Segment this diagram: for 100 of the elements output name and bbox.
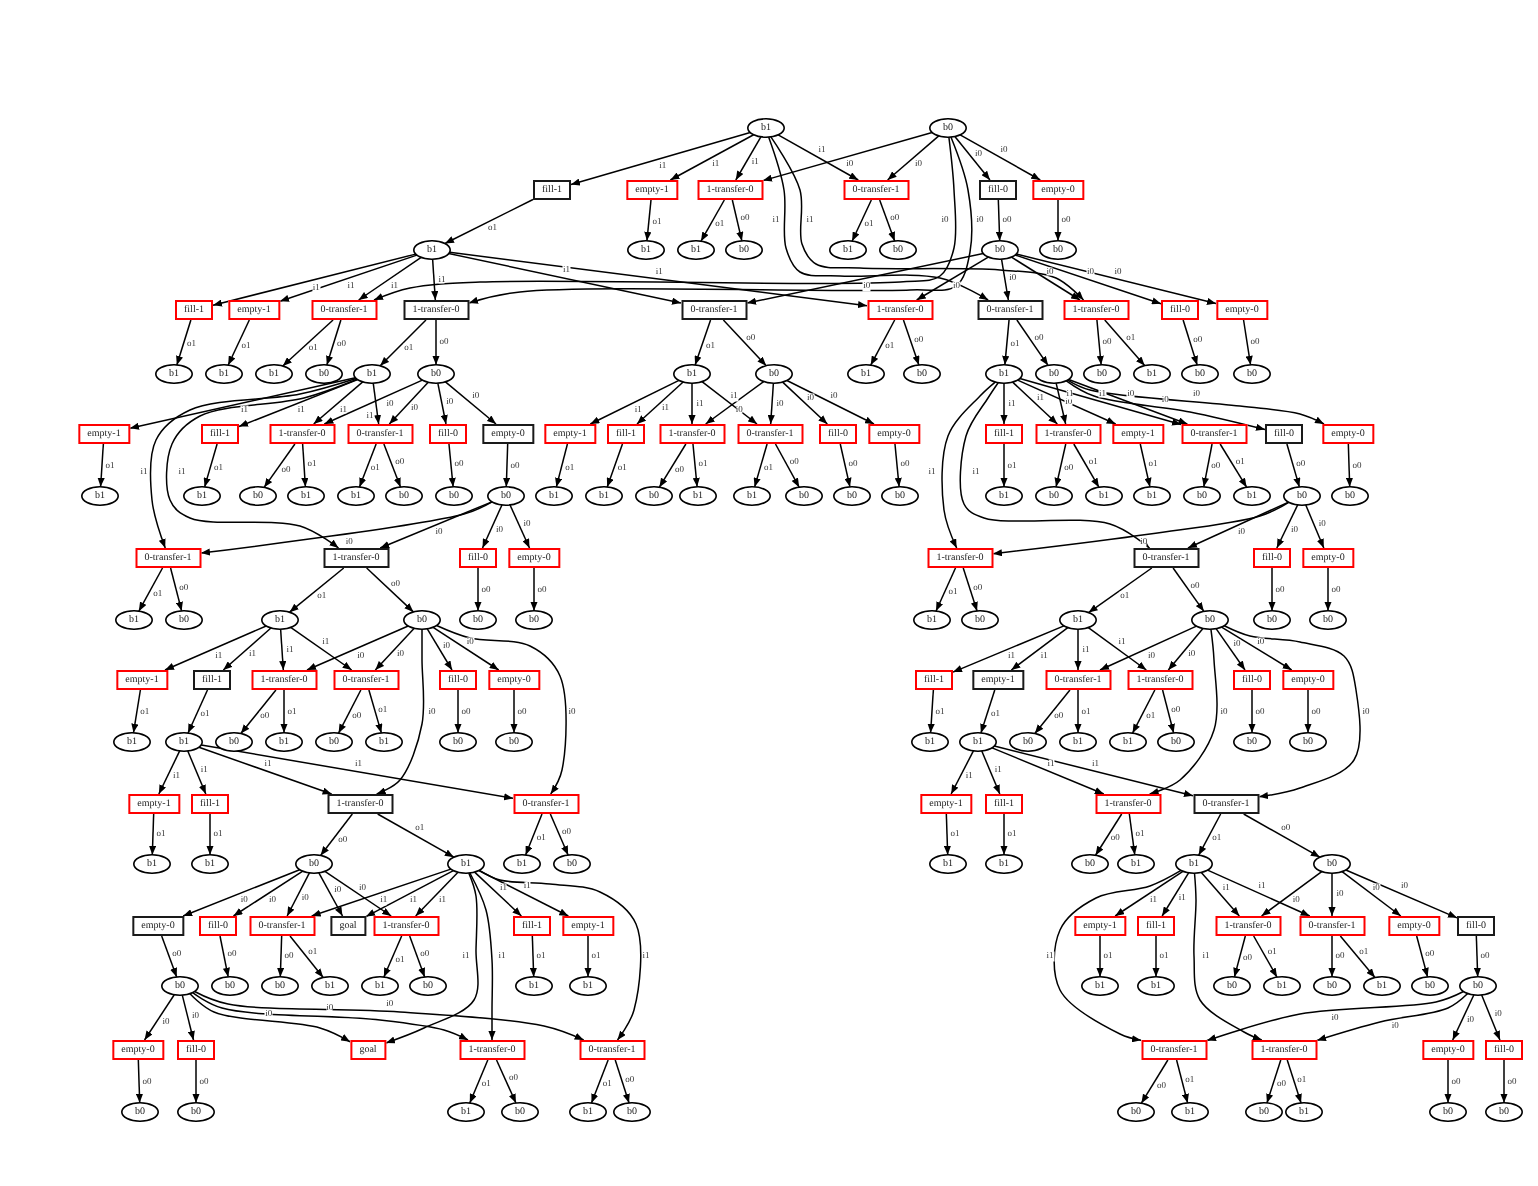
- action-box: [249, 916, 315, 936]
- arrow: [1206, 990, 1465, 1042]
- arrow: [286, 872, 311, 917]
- arrow: [357, 256, 422, 301]
- arrow: [770, 136, 1085, 301]
- arrow: [372, 382, 382, 425]
- arrow: [187, 689, 209, 734]
- arrow: [324, 870, 392, 917]
- arrow: [1206, 869, 1311, 917]
- arrow: [1002, 319, 1010, 366]
- action-box: [269, 424, 335, 444]
- arrow: [1242, 813, 1321, 858]
- arrow: [1182, 319, 1198, 366]
- arrow: [1193, 872, 1263, 1041]
- action-box: [1137, 916, 1175, 936]
- arrow: [1152, 935, 1160, 978]
- arrow: [1260, 870, 1323, 917]
- state-ellipse: [1245, 1102, 1283, 1122]
- state-ellipse: [191, 854, 229, 874]
- action-box: [439, 670, 477, 690]
- arrow: [753, 443, 768, 488]
- arrow: [1200, 871, 1241, 917]
- arrow: [762, 131, 933, 182]
- arrow: [530, 567, 538, 612]
- arrow: [915, 256, 989, 301]
- arrow: [509, 504, 531, 549]
- arrow: [669, 134, 755, 181]
- arrow: [1328, 872, 1336, 917]
- state-ellipse: [1313, 976, 1351, 996]
- arrow: [894, 443, 902, 488]
- arrow: [927, 689, 935, 734]
- arrow: [959, 381, 1151, 549]
- action-box: [116, 670, 168, 690]
- arrow: [426, 628, 453, 671]
- arrow: [414, 871, 459, 917]
- arrow: [959, 134, 1041, 181]
- state-ellipse: [847, 364, 885, 384]
- state-ellipse: [535, 486, 573, 506]
- state-ellipse: [1429, 1102, 1467, 1122]
- state-ellipse: [121, 1102, 159, 1122]
- action-box: [868, 424, 920, 444]
- state-ellipse: [929, 854, 967, 874]
- arrow: [886, 135, 940, 181]
- arrow: [981, 750, 1001, 795]
- arrow: [1011, 381, 1059, 425]
- state-ellipse: [1081, 976, 1119, 996]
- action-box: [311, 300, 377, 320]
- state-ellipse: [569, 976, 607, 996]
- action-box: [429, 424, 467, 444]
- state-ellipse: [1035, 364, 1073, 384]
- arrow: [408, 935, 426, 978]
- arrow: [1219, 443, 1248, 488]
- action-box: [333, 670, 399, 690]
- action-box: [228, 300, 280, 320]
- arrow: [1268, 567, 1276, 612]
- state-ellipse: [1035, 486, 1073, 506]
- arrow: [158, 750, 181, 795]
- arrow: [1128, 813, 1138, 856]
- arrow: [131, 689, 142, 734]
- action-box: [488, 670, 540, 690]
- action-box: [1265, 424, 1303, 444]
- arrow: [282, 319, 334, 367]
- action-box: [985, 424, 1023, 444]
- arrow: [786, 379, 875, 425]
- arrow: [376, 813, 455, 858]
- state-ellipse: [1085, 486, 1123, 506]
- action-box: [128, 794, 180, 814]
- arrow: [481, 504, 503, 549]
- state-ellipse: [1289, 732, 1327, 752]
- arrow: [1000, 443, 1008, 488]
- arrow: [941, 381, 996, 549]
- arrow: [1096, 935, 1104, 978]
- arrow: [731, 199, 744, 242]
- arrow: [337, 689, 362, 734]
- arrow: [263, 443, 296, 489]
- arrow: [379, 501, 493, 549]
- state-ellipse: [1233, 732, 1271, 752]
- state-ellipse: [1309, 610, 1347, 630]
- arrow: [444, 381, 497, 425]
- action-box: [1045, 670, 1111, 690]
- state-ellipse: [1175, 854, 1213, 874]
- arrow: [767, 382, 775, 425]
- arrow: [143, 994, 175, 1041]
- action-box: [697, 180, 763, 200]
- action-box: [1388, 916, 1440, 936]
- arrow: [1065, 380, 1266, 431]
- arrow: [1220, 626, 1293, 671]
- state-ellipse: [435, 486, 473, 506]
- arrow: [1139, 443, 1152, 488]
- state-ellipse: [1363, 976, 1401, 996]
- arrow: [1451, 994, 1475, 1041]
- action-box: [251, 670, 317, 690]
- state-ellipse: [403, 610, 441, 630]
- arrow: [1148, 628, 1218, 795]
- state-ellipse: [459, 610, 497, 630]
- arrow: [1187, 501, 1290, 549]
- state-ellipse: [829, 240, 867, 260]
- state-ellipse: [1133, 486, 1171, 506]
- arrow: [1010, 626, 1069, 671]
- action-box: [132, 916, 184, 936]
